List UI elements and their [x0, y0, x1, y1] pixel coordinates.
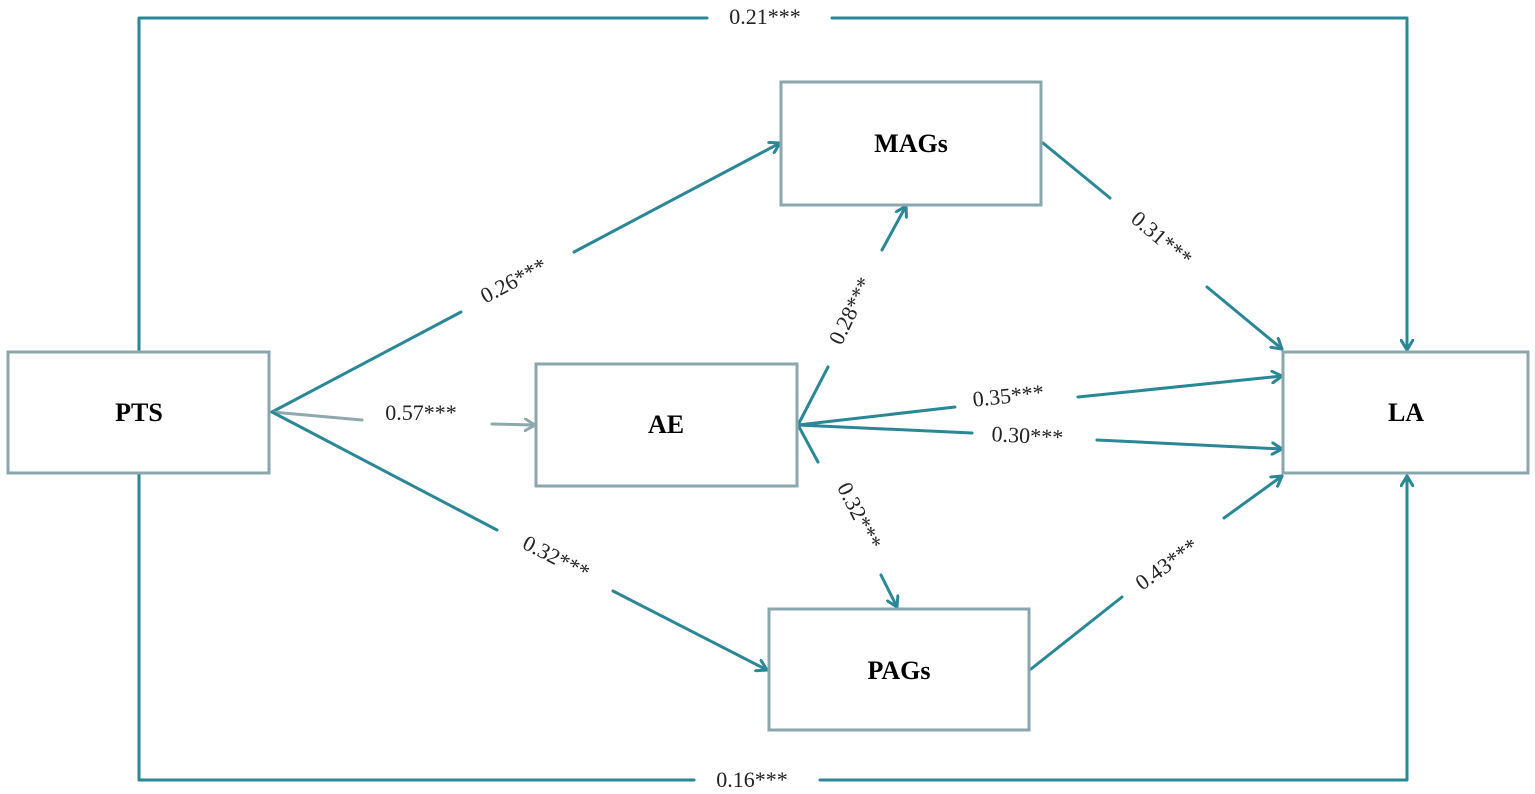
edge-ae-mags-start — [796, 365, 830, 427]
node-mags: MAGs — [779, 80, 1043, 207]
label-mags-la: 0.31*** — [1126, 206, 1197, 271]
edge-pts-mags-end — [572, 143, 782, 254]
edge-pts-la-top-left — [137, 16, 709, 354]
node-mags-label: MAGs — [874, 129, 948, 158]
edge-ae-la-lower-end — [1095, 438, 1284, 449]
label-pags-la: 0.43*** — [1130, 533, 1203, 595]
label-ae-pags: 0.32*** — [832, 478, 887, 553]
edge-pags-la-start — [1029, 595, 1124, 671]
node-ae: AE — [534, 362, 799, 488]
edge-ae-pags-end — [879, 573, 897, 609]
label-pts-la-bottom: 0.16*** — [716, 767, 788, 792]
label-ae-mags: 0.28*** — [823, 273, 877, 348]
edge-pts-mags-start — [270, 310, 463, 414]
label-ae-la-upper: 0.35*** — [971, 379, 1045, 411]
edge-pts-ae-end — [490, 424, 537, 425]
node-pags: PAGs — [767, 607, 1031, 732]
node-la-label: LA — [1388, 398, 1424, 427]
label-pts-ae: 0.57*** — [385, 400, 457, 425]
node-la: LA — [1281, 350, 1530, 475]
label-ae-la-lower: 0.30*** — [991, 421, 1064, 450]
edge-pts-pags-end — [611, 589, 769, 670]
node-pags-label: PAGs — [867, 656, 930, 685]
edge-mags-la-start — [1041, 141, 1112, 200]
node-ae-label: AE — [648, 410, 684, 439]
edge-ae-pags-start — [796, 423, 820, 464]
edge-pts-la-top-right — [830, 16, 1407, 352]
node-pts-label: PTS — [115, 398, 163, 427]
label-pts-pags: 0.32*** — [519, 530, 594, 585]
edge-ae-la-upper-end — [1076, 376, 1284, 399]
edge-ae-la-upper-start — [796, 405, 957, 427]
edge-mags-la-end — [1205, 285, 1284, 351]
edge-pts-la-bottom-right — [818, 474, 1407, 782]
label-pts-mags: 0.26*** — [476, 253, 551, 309]
label-pts-la-top: 0.21*** — [729, 4, 801, 29]
edge-pags-la-end — [1222, 474, 1284, 520]
edge-pts-ae-start — [270, 410, 364, 422]
edge-pts-pags-start — [270, 410, 499, 532]
edge-pts-la-bottom-left — [137, 472, 696, 782]
node-pts: PTS — [6, 350, 271, 475]
edge-ae-la-lower-start — [796, 423, 974, 435]
edge-ae-mags-end — [880, 204, 906, 252]
